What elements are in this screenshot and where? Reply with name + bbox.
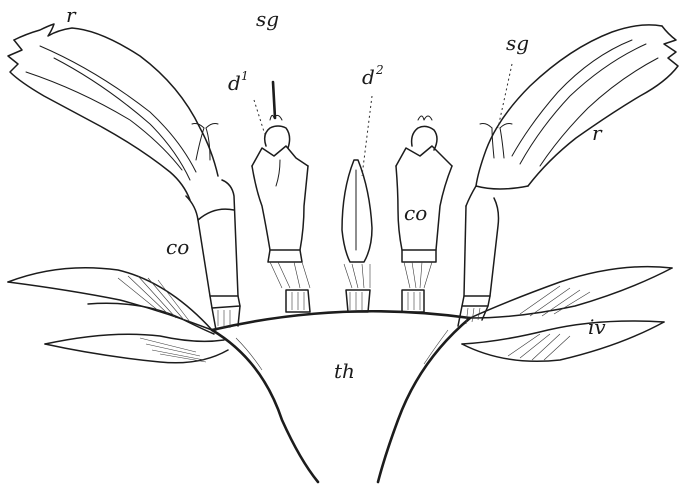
label-d2: d xyxy=(362,65,375,89)
label-d2-superscript: 2 xyxy=(375,63,384,77)
label-co-center: co xyxy=(404,201,427,225)
labels: r sg d 1 d 2 sg r co co th iv xyxy=(66,3,606,383)
label-sg-right: sg xyxy=(506,31,529,55)
involucral-bracts-right xyxy=(462,267,672,362)
label-r-left: r xyxy=(66,3,77,27)
involucral-bracts-left xyxy=(8,268,228,363)
label-r-right: r xyxy=(592,121,603,145)
label-d1-superscript: 1 xyxy=(241,69,249,83)
disc-floret-d2 xyxy=(342,160,372,312)
label-iv: iv xyxy=(588,315,606,339)
label-sg-left: sg xyxy=(256,7,279,31)
label-d1: d xyxy=(228,71,241,95)
ray-floret-left xyxy=(8,24,240,330)
receptacle xyxy=(212,311,470,482)
label-th: th xyxy=(334,359,355,383)
label-co-left: co xyxy=(166,235,189,259)
disc-floret-d1 xyxy=(252,82,310,312)
leader-lines xyxy=(254,64,512,176)
